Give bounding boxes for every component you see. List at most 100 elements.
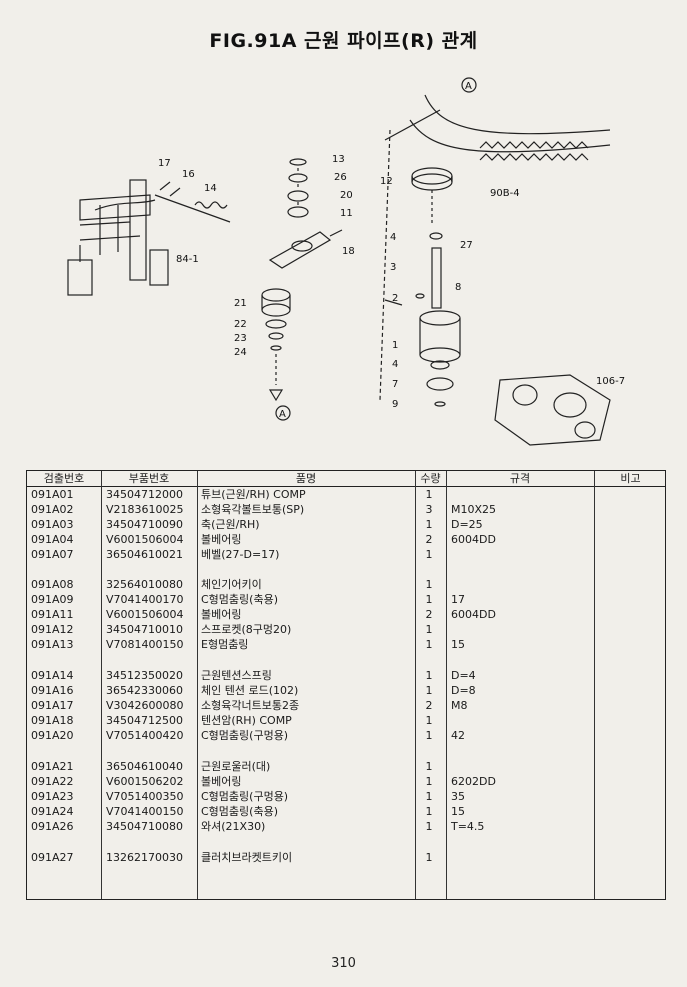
row-part-no: V7041400170 <box>106 593 184 606</box>
row-name: C형멈춤링(축용) <box>201 805 278 818</box>
row-spec: D=4 <box>451 669 476 682</box>
row-spec: T=4.5 <box>451 820 485 833</box>
frame-assembly-drawing <box>67 179 169 296</box>
row-spec: M10X25 <box>451 503 497 516</box>
row-index-no: 091A02 <box>31 503 74 516</box>
row-qty: 1 <box>425 851 433 864</box>
tension-rod-drawing <box>154 181 231 223</box>
svg-text:11: 11 <box>340 208 353 219</box>
row-name: 소형육각너트보통2종 <box>201 699 300 712</box>
svg-text:84-1: 84-1 <box>176 254 199 265</box>
row-spec: 15 <box>451 805 465 818</box>
row-part-no: V6001506004 <box>106 533 184 546</box>
row-qty: 1 <box>425 593 433 606</box>
svg-text:3: 3 <box>390 262 396 273</box>
row-index-no: 091A23 <box>31 790 74 803</box>
svg-text:17: 17 <box>158 158 171 169</box>
row-name: 스프로켓(8구멍20) <box>201 623 292 636</box>
row-spec: 6202DD <box>451 775 496 788</box>
row-part-no: 32564010080 <box>106 578 183 591</box>
row-qty: 3 <box>425 503 433 516</box>
row-name: 체인기어키이 <box>201 578 262 591</box>
svg-text:14: 14 <box>204 183 217 194</box>
row-part-no: V7081400150 <box>106 638 184 651</box>
row-qty: 2 <box>425 533 433 546</box>
row-spec: 15 <box>451 638 465 651</box>
header-remarks: 비고 <box>620 472 641 485</box>
row-name: 클러치브라켓트키이 <box>201 851 293 864</box>
row-qty: 1 <box>425 714 433 727</box>
row-part-no: V6001506004 <box>106 608 184 621</box>
row-part-no: 34512350020 <box>106 669 183 682</box>
svg-text:22: 22 <box>234 319 247 330</box>
svg-text:27: 27 <box>460 240 473 251</box>
row-part-no: 34504710010 <box>106 623 183 636</box>
row-part-no: 34504712500 <box>106 714 183 727</box>
row-index-no: 091A16 <box>31 684 74 697</box>
svg-text:A: A <box>279 409 286 420</box>
header-index-no: 검출번호 <box>43 472 85 485</box>
row-name: 볼베어링 <box>201 775 242 788</box>
row-name: 텐션암(RH) COMP <box>201 714 292 727</box>
row-index-no: 091A17 <box>31 699 74 712</box>
row-index-no: 091A24 <box>31 805 74 818</box>
row-index-no: 091A18 <box>31 714 74 727</box>
row-qty: 1 <box>425 488 433 501</box>
row-name: 베벨(27-D=17) <box>201 548 280 561</box>
row-spec: 35 <box>451 790 465 803</box>
row-spec: D=25 <box>451 518 483 531</box>
sprocket-shaft-drawing <box>379 109 461 407</box>
row-index-no: 091A04 <box>31 533 74 546</box>
row-part-no: 34504710090 <box>106 518 183 531</box>
svg-text:4: 4 <box>392 359 398 370</box>
row-name: 와셔(21X30) <box>201 820 266 833</box>
roller-stack-drawing <box>261 288 291 402</box>
page-number: 310 <box>331 956 356 971</box>
svg-text:24: 24 <box>234 347 247 358</box>
row-index-no: 091A21 <box>31 760 74 773</box>
row-qty: 1 <box>425 578 433 591</box>
row-spec: 6004DD <box>451 533 496 546</box>
row-name: C형멈춤링(구멍용) <box>201 729 289 742</box>
row-index-no: 091A14 <box>31 669 74 682</box>
row-name: 볼베어링 <box>201 608 242 621</box>
svg-text:13: 13 <box>332 154 345 165</box>
row-spec: 42 <box>451 729 465 742</box>
row-qty: 2 <box>425 699 433 712</box>
svg-text:20: 20 <box>340 190 353 201</box>
tension-arm-drawing <box>268 229 343 269</box>
row-index-no: 091A26 <box>31 820 74 833</box>
svg-text:12: 12 <box>380 176 393 187</box>
svg-text:2: 2 <box>392 293 398 304</box>
svg-text:7: 7 <box>392 379 398 390</box>
row-part-no: V7051400420 <box>106 729 184 742</box>
row-name: 체인 텐션 로드(102) <box>201 684 299 697</box>
row-part-no: 36542330060 <box>106 684 183 697</box>
svg-text:21: 21 <box>234 298 247 309</box>
row-qty: 1 <box>425 518 433 531</box>
exploded-parts-diagram: 17 16 14 84-1 13 26 20 11 18 21 22 23 24… <box>67 77 625 446</box>
row-index-no: 091A08 <box>31 578 74 591</box>
row-index-no: 091A20 <box>31 729 74 742</box>
callout-labels: 17 16 14 84-1 13 26 20 11 18 21 22 23 24… <box>158 81 625 420</box>
svg-text:90B-4: 90B-4 <box>490 188 520 199</box>
svg-text:16: 16 <box>182 169 195 180</box>
row-name: 근원로울러(대) <box>201 760 271 773</box>
svg-text:8: 8 <box>455 282 461 293</box>
header-qty: 수량 <box>420 472 441 485</box>
svg-text:4: 4 <box>390 232 396 243</box>
row-name: 튜브(근원/RH) COMP <box>201 488 306 501</box>
svg-text:106-7: 106-7 <box>596 376 625 387</box>
